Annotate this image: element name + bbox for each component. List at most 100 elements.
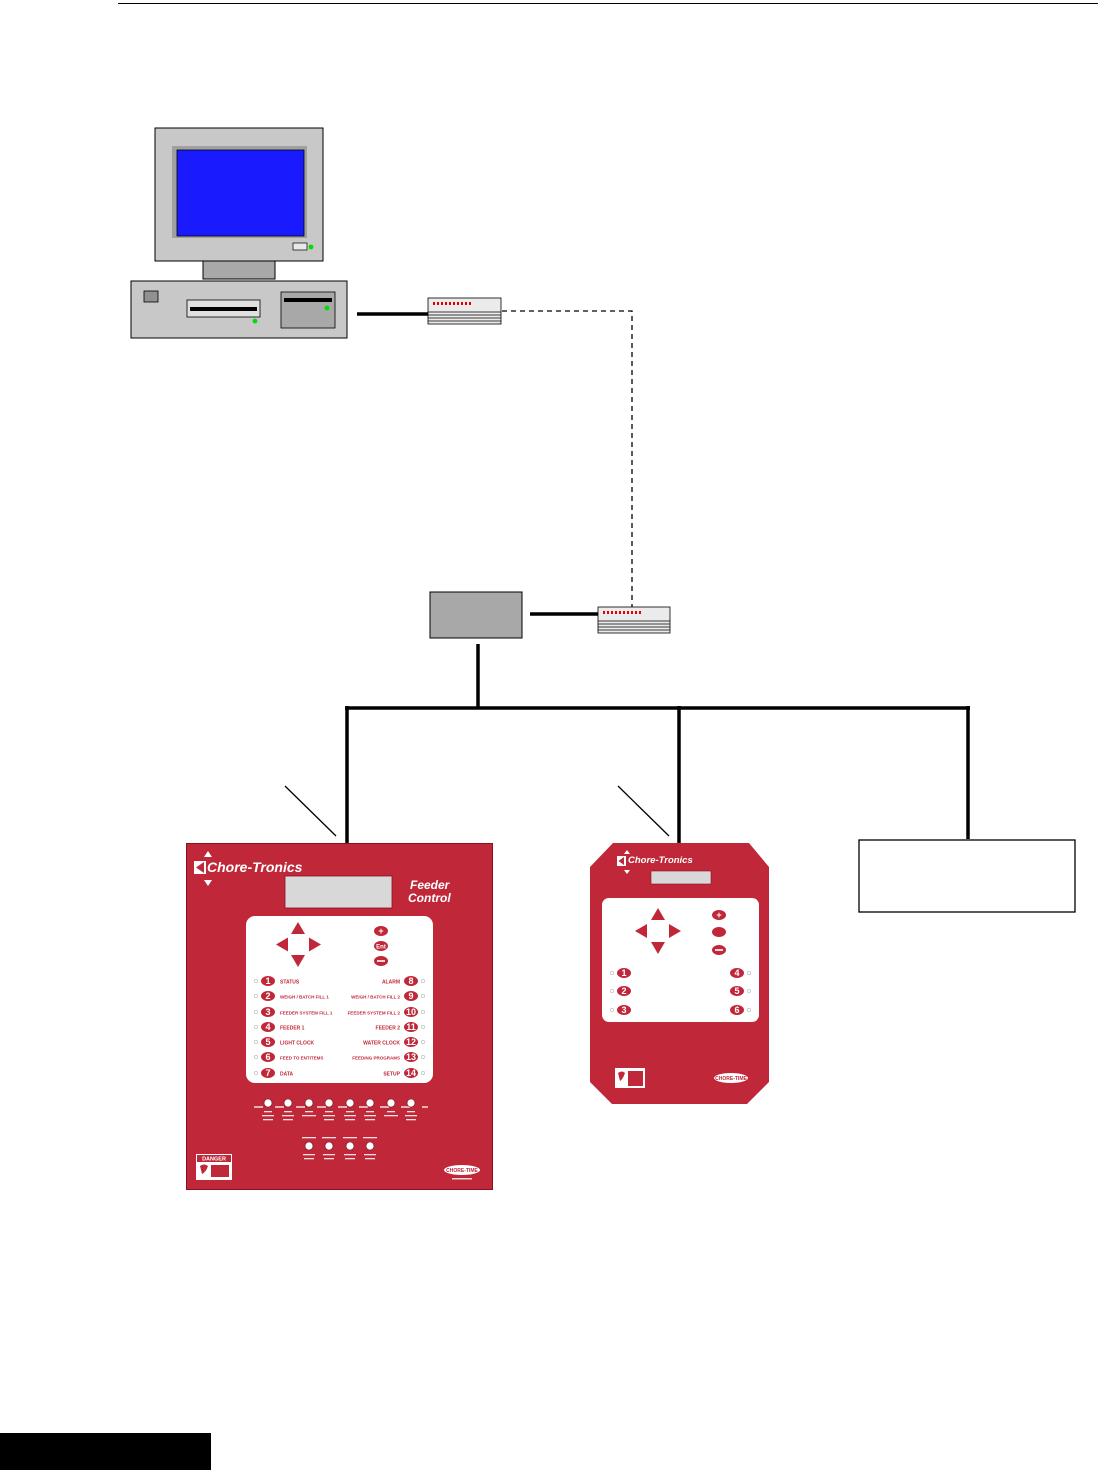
interface-box (429, 591, 523, 639)
plus-button[interactable] (374, 926, 388, 936)
remote-key-6[interactable]: 6 (730, 1005, 752, 1015)
menu-item-label: DATA (280, 1072, 294, 1078)
remote-keypad-area (602, 898, 759, 1022)
remote-arrow-left-button[interactable] (635, 924, 647, 938)
menu-item-number: 10 (406, 1007, 416, 1017)
other-device-box (858, 839, 1076, 913)
chore-time-logo: CHORE-TIME (444, 1165, 480, 1180)
switch-9[interactable] (304, 1141, 314, 1151)
menu-item-14[interactable]: SETUP 14 (383, 1068, 426, 1078)
menu-item-number: 12 (406, 1037, 416, 1047)
menu-item-number: 2 (265, 991, 270, 1001)
page-tab (0, 1433, 211, 1470)
menu-item-label: SETUP (383, 1072, 400, 1078)
remote-arrow-down-button[interactable] (651, 942, 665, 954)
chore-tronics-logo: Chore-Tronics (617, 850, 693, 874)
menu-item-label: WATER CLOCK (363, 1041, 400, 1047)
arrow-up-button[interactable] (291, 922, 305, 934)
modem-pc (427, 297, 502, 325)
menu-item-label: WEIGH / BATCH FILL 1 (280, 995, 329, 1000)
menu-item-5[interactable]: 5 LIGHT CLOCK (253, 1037, 315, 1047)
network-bus (345, 644, 970, 843)
plus-icon: + (378, 926, 383, 936)
switch-captions (302, 1137, 377, 1160)
remote-display-window (650, 870, 712, 885)
manufacturer-text: CHORE-TIME (715, 1076, 747, 1082)
plus-icon: + (716, 910, 721, 920)
menu-item-12[interactable]: WATER CLOCK 12 (363, 1037, 426, 1047)
menu-item-label: STATUS (280, 980, 300, 986)
remote-key-4[interactable]: 4 (730, 968, 752, 978)
menu-item-1[interactable]: 1 STATUS (253, 976, 300, 986)
hazard-hand-icon (618, 1071, 625, 1081)
enter-label: Ent (376, 945, 386, 951)
key-number: 4 (734, 968, 739, 978)
menu-item-number: 1 (265, 976, 270, 986)
switch-7[interactable] (386, 1098, 396, 1108)
switch-row-2 (302, 1137, 377, 1160)
menu-item-9[interactable]: WEIGH / BATCH FILL 2 9 (351, 991, 426, 1001)
menu-item-number: 5 (265, 1037, 270, 1047)
menu-item-3[interactable]: 3 FEEDER SYSTEM FILL 1 (253, 1007, 333, 1017)
modem-site (597, 606, 671, 634)
switch-11[interactable] (345, 1141, 355, 1151)
menu-item-number: 11 (406, 1022, 416, 1032)
switch-4[interactable] (324, 1098, 334, 1108)
remote-key-2[interactable]: 2 (610, 986, 631, 996)
hazard-hand-icon (200, 1164, 208, 1174)
modem-stripes (598, 620, 670, 631)
menu-item-4[interactable]: 4 FEEDER 1 (253, 1022, 305, 1032)
menu-item-label: WEIGH / BATCH FILL 2 (351, 995, 400, 1000)
remote-key-1[interactable]: 1 (610, 968, 631, 978)
switch-10[interactable] (324, 1141, 334, 1151)
menu-item-7[interactable]: 7 DATA (253, 1068, 294, 1078)
manufacturer-text: CHORE-TIME (446, 1168, 478, 1174)
key-number: 3 (621, 1005, 626, 1015)
switch-12[interactable] (365, 1141, 375, 1151)
menu-item-number: 9 (408, 991, 413, 1001)
arrow-down-button[interactable] (291, 955, 305, 967)
key-number: 1 (621, 968, 626, 978)
remote-key-3[interactable]: 3 (610, 1005, 631, 1015)
switch-1[interactable] (263, 1098, 273, 1108)
leader-line-remote (617, 785, 670, 837)
leader-line-feeder (284, 785, 337, 837)
arrow-left-button[interactable] (276, 937, 288, 952)
menu-item-label: FEEDER 2 (376, 1026, 401, 1032)
minus-icon (377, 960, 385, 962)
enter-button[interactable] (374, 941, 388, 951)
remote-key-5[interactable]: 5 (730, 986, 752, 996)
remote-arrow-up-button[interactable] (651, 908, 665, 920)
menu-item-11[interactable]: FEEDER 2 11 (376, 1022, 426, 1032)
menu-item-6[interactable]: 6 FEED TO ENTITEMS (253, 1052, 323, 1062)
menu-item-2[interactable]: 2 WEIGH / BATCH FILL 1 (253, 991, 329, 1001)
menu-item-13[interactable]: FEEDING PROGRAMS 13 (352, 1052, 426, 1062)
modem-lights (603, 611, 641, 614)
menu-item-label: FEEDING PROGRAMS (352, 1056, 400, 1061)
switch-5[interactable] (345, 1098, 355, 1108)
switch-3[interactable] (304, 1098, 314, 1108)
feeder-control-panel: Chore-Tronics Feeder Control + Ent 1 STA… (186, 843, 493, 1190)
danger-label: DANGER (196, 1154, 232, 1180)
arrow-right-button[interactable] (309, 937, 321, 952)
remote-enter-button[interactable] (712, 927, 726, 937)
remote-arrow-right-button[interactable] (669, 924, 681, 938)
menu-right-column: ALARM 8 WEIGH / BATCH FILL 2 9 FEEDER SY… (348, 976, 426, 1078)
menu-item-10[interactable]: FEEDER SYSTEM FILL 2 10 (348, 1007, 426, 1017)
brand-text: Chore-Tronics (207, 859, 303, 875)
switch-6[interactable] (365, 1098, 375, 1108)
brand-text: Chore-Tronics (628, 855, 693, 866)
switch-2[interactable] (283, 1098, 293, 1108)
menu-item-number: 13 (406, 1052, 416, 1062)
monitor-power-led (308, 244, 314, 250)
chore-time-logo: CHORE-TIME (714, 1073, 748, 1083)
phone-line (502, 310, 633, 608)
remote-danger-label (615, 1068, 645, 1088)
modem-body (427, 297, 502, 325)
menu-item-label: ALARM (382, 980, 400, 986)
remote-plus-button[interactable] (712, 910, 726, 920)
danger-text: DANGER (202, 1157, 226, 1163)
key-number: 6 (734, 1005, 739, 1015)
menu-item-8[interactable]: ALARM 8 (382, 976, 426, 986)
switch-8[interactable] (406, 1098, 416, 1108)
